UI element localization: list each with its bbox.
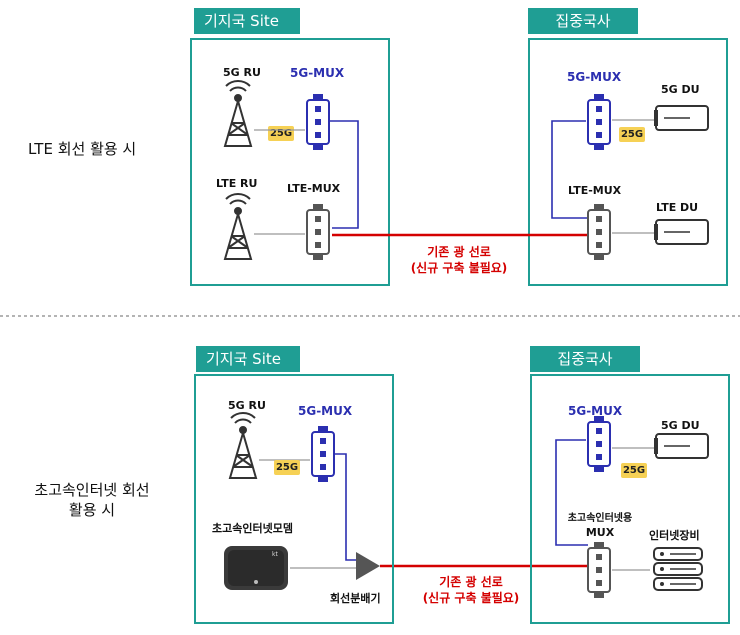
top-5g-mux-to-lte-mux-link <box>330 120 359 229</box>
top-fiber-label-line1: 기존 광 선로 <box>427 245 491 259</box>
top-5g-du-icon <box>654 105 709 131</box>
modem-icon <box>224 546 288 590</box>
bottom-scenario-label-line1: 초고속인터넷 회선 <box>34 481 150 499</box>
bottom-site-25g-badge: 25G <box>274 460 300 475</box>
top-5g-ru-tower-icon <box>223 80 253 147</box>
top-lte-ru-tower-icon <box>223 193 253 260</box>
top-center-lte-mux-icon <box>587 204 611 260</box>
bottom-5g-mux-to-splitter-link <box>334 453 356 561</box>
top-site-tab: 기지국 Site <box>194 8 300 34</box>
bottom-center-5g-mux-to-inet-mux-link <box>555 439 588 546</box>
bottom-inet-mux-icon <box>587 542 611 598</box>
bottom-5g-ru-tower-icon <box>228 412 258 479</box>
top-center-5g-mux-to-lte-mux-link <box>551 120 588 219</box>
top-scenario-label: LTE 회선 활용 시 <box>28 140 137 158</box>
top-site-5g-mux-icon <box>306 94 330 150</box>
splitter-icon <box>356 552 380 580</box>
bottom-5g-du-label: 5G DU <box>661 419 700 432</box>
bottom-site-box <box>194 374 394 624</box>
top-5g-du-label: 5G DU <box>661 83 700 96</box>
inet-mux-label-line2: MUX <box>585 526 615 539</box>
bottom-scenario-label-line2: 활용 시 <box>68 501 116 519</box>
bottom-fiber-label-line1: 기존 광 선로 <box>439 575 503 589</box>
top-center-5g-mux-icon <box>587 94 611 150</box>
bottom-site-5g-mux-icon <box>311 426 335 482</box>
top-center-25g-badge: 25G <box>619 127 645 142</box>
top-site-lte-mux-label: LTE-MUX <box>287 182 341 195</box>
top-fiber-label-line2: (신규 구축 불필요) <box>410 261 508 275</box>
top-5g-ru-label: 5G RU <box>223 66 261 79</box>
top-site-5g-mux-label: 5G-MUX <box>290 66 345 80</box>
top-center-5g-mux-label: 5G-MUX <box>567 70 622 84</box>
top-lte-du-label: LTE DU <box>656 201 699 214</box>
top-lte-ru-label: LTE RU <box>216 177 258 190</box>
modem-label: 초고속인터넷모뎀 <box>212 522 293 535</box>
bottom-center-5g-mux-label: 5G-MUX <box>568 404 623 418</box>
splitter-label: 회선분배기 <box>330 592 381 605</box>
bottom-5g-ru-label: 5G RU <box>228 399 266 412</box>
bottom-5g-du-icon <box>654 433 709 459</box>
bottom-center-25g-badge: 25G <box>621 463 647 478</box>
top-site-lte-mux-icon <box>306 204 330 260</box>
bottom-site-5g-mux-label: 5G-MUX <box>298 404 353 418</box>
bottom-center-box <box>530 374 730 624</box>
top-fiber-label: 기존 광 선로 (신규 구축 불필요) <box>398 244 520 276</box>
bottom-center-tab: 집중국사 <box>530 346 640 372</box>
top-center-lte-mux-label: LTE-MUX <box>568 184 622 197</box>
inet-mux-label-line1: 초고속인터넷용 <box>567 513 633 524</box>
internet-equipment-label: 인터넷장비 <box>649 529 700 542</box>
top-center-box <box>528 38 728 286</box>
internet-equipment-icon <box>653 547 703 591</box>
top-lte-du-icon <box>654 219 709 245</box>
bottom-fiber-label: 기존 광 선로 (신규 구축 불필요) <box>410 574 532 606</box>
top-site-box <box>190 38 390 286</box>
bottom-site-tab: 기지국 Site <box>196 346 300 372</box>
modem-brand-label: kt <box>272 551 278 558</box>
inet-mux-label: 초고속인터넷용 MUX <box>566 512 634 540</box>
bottom-scenario-label: 초고속인터넷 회선 활용 시 <box>22 480 162 520</box>
top-center-tab: 집중국사 <box>528 8 638 34</box>
bottom-center-5g-mux-icon <box>587 416 611 472</box>
bottom-fiber-label-line2: (신규 구축 불필요) <box>422 591 520 605</box>
